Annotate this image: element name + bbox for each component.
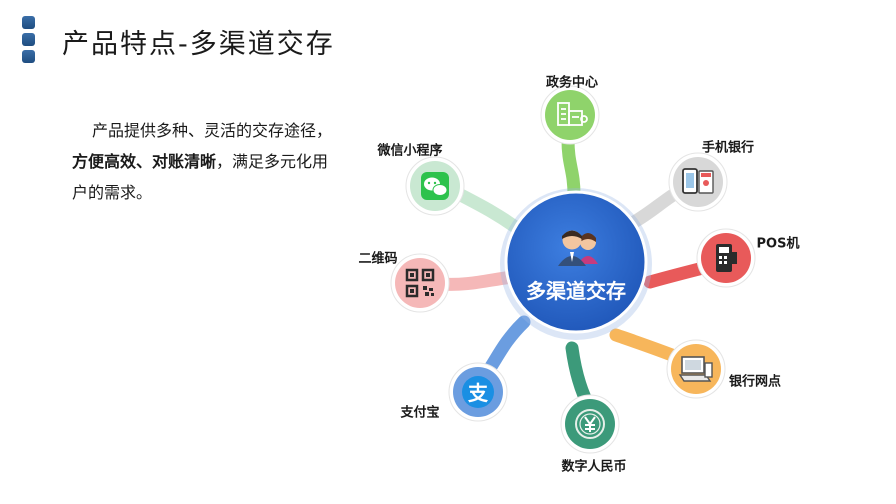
label-qrcode: 二维码 — [358, 251, 398, 267]
node-branch — [666, 339, 726, 399]
node-qrcode — [390, 253, 450, 313]
yuan-coin-icon — [575, 409, 605, 439]
node-alipay: 支 — [448, 362, 508, 422]
description-emphasis: 方便高效、对账清晰 — [72, 152, 217, 171]
label-wechat: 微信小程序 — [377, 143, 443, 159]
users-icon — [558, 230, 598, 266]
decoration-square — [22, 16, 35, 29]
label-mobile: 手机银行 — [701, 140, 755, 156]
connector-gov — [561, 133, 581, 202]
wechat-icon — [421, 172, 449, 200]
label-pos: POS机 — [756, 236, 800, 252]
node-wechat — [405, 156, 465, 216]
decoration-square — [22, 50, 35, 63]
phone-icon — [682, 168, 714, 194]
center-label: 多渠道交存 — [526, 279, 626, 303]
node-ecny — [560, 394, 620, 454]
pos-terminal-icon — [716, 244, 737, 272]
building-icon — [557, 102, 588, 126]
connector-qrcode — [433, 270, 519, 291]
label-branch: 银行网点 — [728, 374, 782, 390]
description-text: 产品提供多种、灵活的交存途径， — [92, 121, 333, 140]
description-text-end: ，满足多元化用户的需求。 — [72, 152, 329, 202]
description: 产品提供多种、灵活的交存途径， 方便高效、对账清晰，满足多元化用户的需求。 — [72, 115, 332, 208]
label-alipay: 支付宝 — [400, 405, 440, 421]
node-gov — [540, 85, 600, 145]
qr-code-icon — [405, 268, 435, 298]
computer-icon — [678, 356, 713, 382]
node-pos — [696, 228, 756, 288]
page-title: 产品特点-多渠道交存 — [62, 29, 335, 60]
label-ecny: 数字人民币 — [561, 459, 627, 475]
label-gov: 政务中心 — [545, 75, 599, 91]
svg-text:支: 支 — [468, 381, 489, 405]
title-decoration — [22, 16, 35, 67]
decoration-square — [22, 33, 35, 46]
alipay-icon: 支 — [462, 376, 494, 408]
center-hub: 多渠道交存 — [500, 188, 652, 340]
node-mobile — [668, 152, 728, 212]
